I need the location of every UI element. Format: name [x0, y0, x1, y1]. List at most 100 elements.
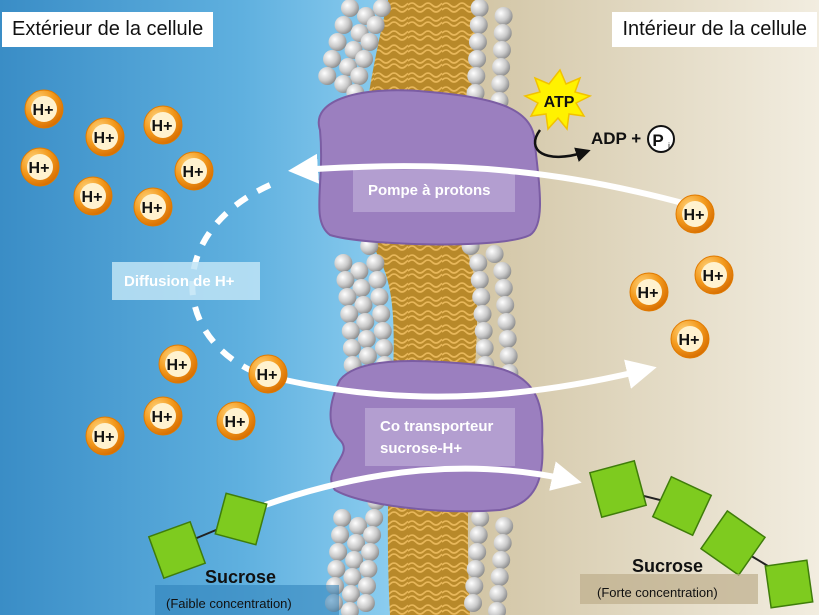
proton-label: H+ [94, 429, 115, 446]
sucrose-left-title: Sucrose [205, 567, 277, 587]
proton-ion-icon: H+ [133, 187, 173, 227]
lipid-head [492, 551, 511, 569]
lipid-head [490, 568, 509, 586]
sucrose-left-concentration: (Faible concentration) [166, 596, 292, 611]
sucrose-left-molecule [147, 492, 268, 580]
lipid-head [318, 67, 337, 85]
lipid-head [350, 262, 369, 280]
lipid-head [357, 330, 376, 348]
phosphate-circle-icon: P i [647, 125, 675, 153]
lipid-head [334, 254, 353, 272]
proton-ion-icon: H+ [158, 344, 198, 384]
lipid-head [488, 602, 507, 615]
diffusion-label: Diffusion de H+ [124, 273, 235, 290]
lipid-head [469, 526, 488, 544]
proton-ion-icon: H+ [143, 105, 183, 145]
lipid-head [341, 585, 360, 603]
lipid-head [469, 254, 488, 272]
sucrose-right-label-box [580, 574, 758, 604]
lipid-head [466, 560, 485, 578]
lipid-head [373, 322, 392, 340]
lipid-head [496, 296, 515, 314]
lipid-head [354, 296, 373, 314]
proton-label: H+ [33, 102, 54, 119]
diffusion-dashed-arrow [189, 182, 272, 373]
lipid-head [485, 245, 504, 263]
proton-group: H+H+H+H+H+H+H+H+H+H+H+H+H+H+H+H+ [20, 89, 734, 456]
lipid-head [489, 585, 508, 603]
lipid-head [469, 16, 488, 34]
lipid-head [468, 50, 487, 68]
proton-pump-label-box [353, 170, 515, 212]
lipid-head [349, 517, 368, 535]
lipid-head [472, 288, 491, 306]
sucrose-right-title: Sucrose [632, 556, 704, 576]
lipid-head [356, 594, 375, 612]
lipid-head [497, 313, 516, 331]
sucrose-right-concentration: (Forte concentration) [597, 585, 718, 600]
proton-label: H+ [638, 285, 659, 302]
proton-ion-icon: H+ [85, 117, 125, 157]
proton-label: H+ [142, 200, 163, 217]
lipid-head [468, 543, 487, 561]
lipid-head [494, 279, 513, 297]
proton-cotransport-arrow [284, 359, 657, 400]
lipid-head [357, 577, 376, 595]
pump-arrow [288, 153, 691, 208]
lipid-head [340, 305, 359, 323]
sucrose-molecule-icon [147, 520, 207, 580]
phosphate-letter: P [652, 131, 663, 150]
lipid-head [473, 305, 492, 323]
proton-label: H+ [152, 118, 173, 135]
lipid-head [340, 602, 359, 615]
proton-ion-icon: H+ [629, 272, 669, 312]
proton-ion-icon: H+ [694, 255, 734, 295]
lipid-head [333, 509, 352, 527]
proton-pump-label: Pompe à protons [368, 182, 491, 199]
proton-label: H+ [152, 409, 173, 426]
proton-label: H+ [82, 189, 103, 206]
proton-label: H+ [94, 130, 115, 147]
sucrose-molecule-icon [588, 459, 648, 519]
lipid-head [366, 16, 385, 34]
proton-label: H+ [679, 332, 700, 349]
atp-starburst-icon: ATP [522, 68, 593, 131]
proton-ion-icon: H+ [24, 89, 64, 129]
lipid-head [358, 347, 377, 365]
sucrose-cotransport-arrow [264, 461, 582, 508]
lipid-head [366, 254, 385, 272]
proton-ion-icon: H+ [73, 176, 113, 216]
lipid-head [499, 347, 518, 365]
proton-ion-icon: H+ [675, 194, 715, 234]
proton-label: H+ [257, 367, 278, 384]
lipid-head [471, 509, 490, 527]
proton-label: H+ [167, 357, 188, 374]
lipid-head [464, 594, 483, 612]
proton-ion-icon: H+ [216, 401, 256, 441]
lipid-head [495, 517, 514, 535]
inside-cell-label: Intérieur de la cellule [612, 12, 817, 47]
lipid-head [334, 16, 353, 34]
lipid-head [474, 322, 493, 340]
diffusion-label-box [112, 262, 260, 300]
phosphate-subscript: i [668, 141, 670, 151]
sucrose-molecule-icon [699, 509, 767, 577]
lipid-head [342, 339, 361, 357]
lipid-head [494, 7, 513, 25]
lipid-head [361, 543, 380, 561]
lipid-head [343, 568, 362, 586]
cotransporter-label-line1: Co transporteur [380, 418, 494, 435]
proton-ion-icon: H+ [20, 147, 60, 187]
proton-label: H+ [684, 207, 705, 224]
lipid-head [331, 526, 350, 544]
lipid-head [323, 50, 342, 68]
lipid-head [345, 551, 364, 569]
sucrose-molecule-icon [214, 492, 268, 546]
proton-ion-icon: H+ [670, 319, 710, 359]
proton-ion-icon: H+ [174, 151, 214, 191]
lipid-head [368, 271, 387, 289]
proton-label: H+ [183, 164, 204, 181]
lipid-head [470, 0, 489, 17]
lipid-head [470, 271, 489, 289]
